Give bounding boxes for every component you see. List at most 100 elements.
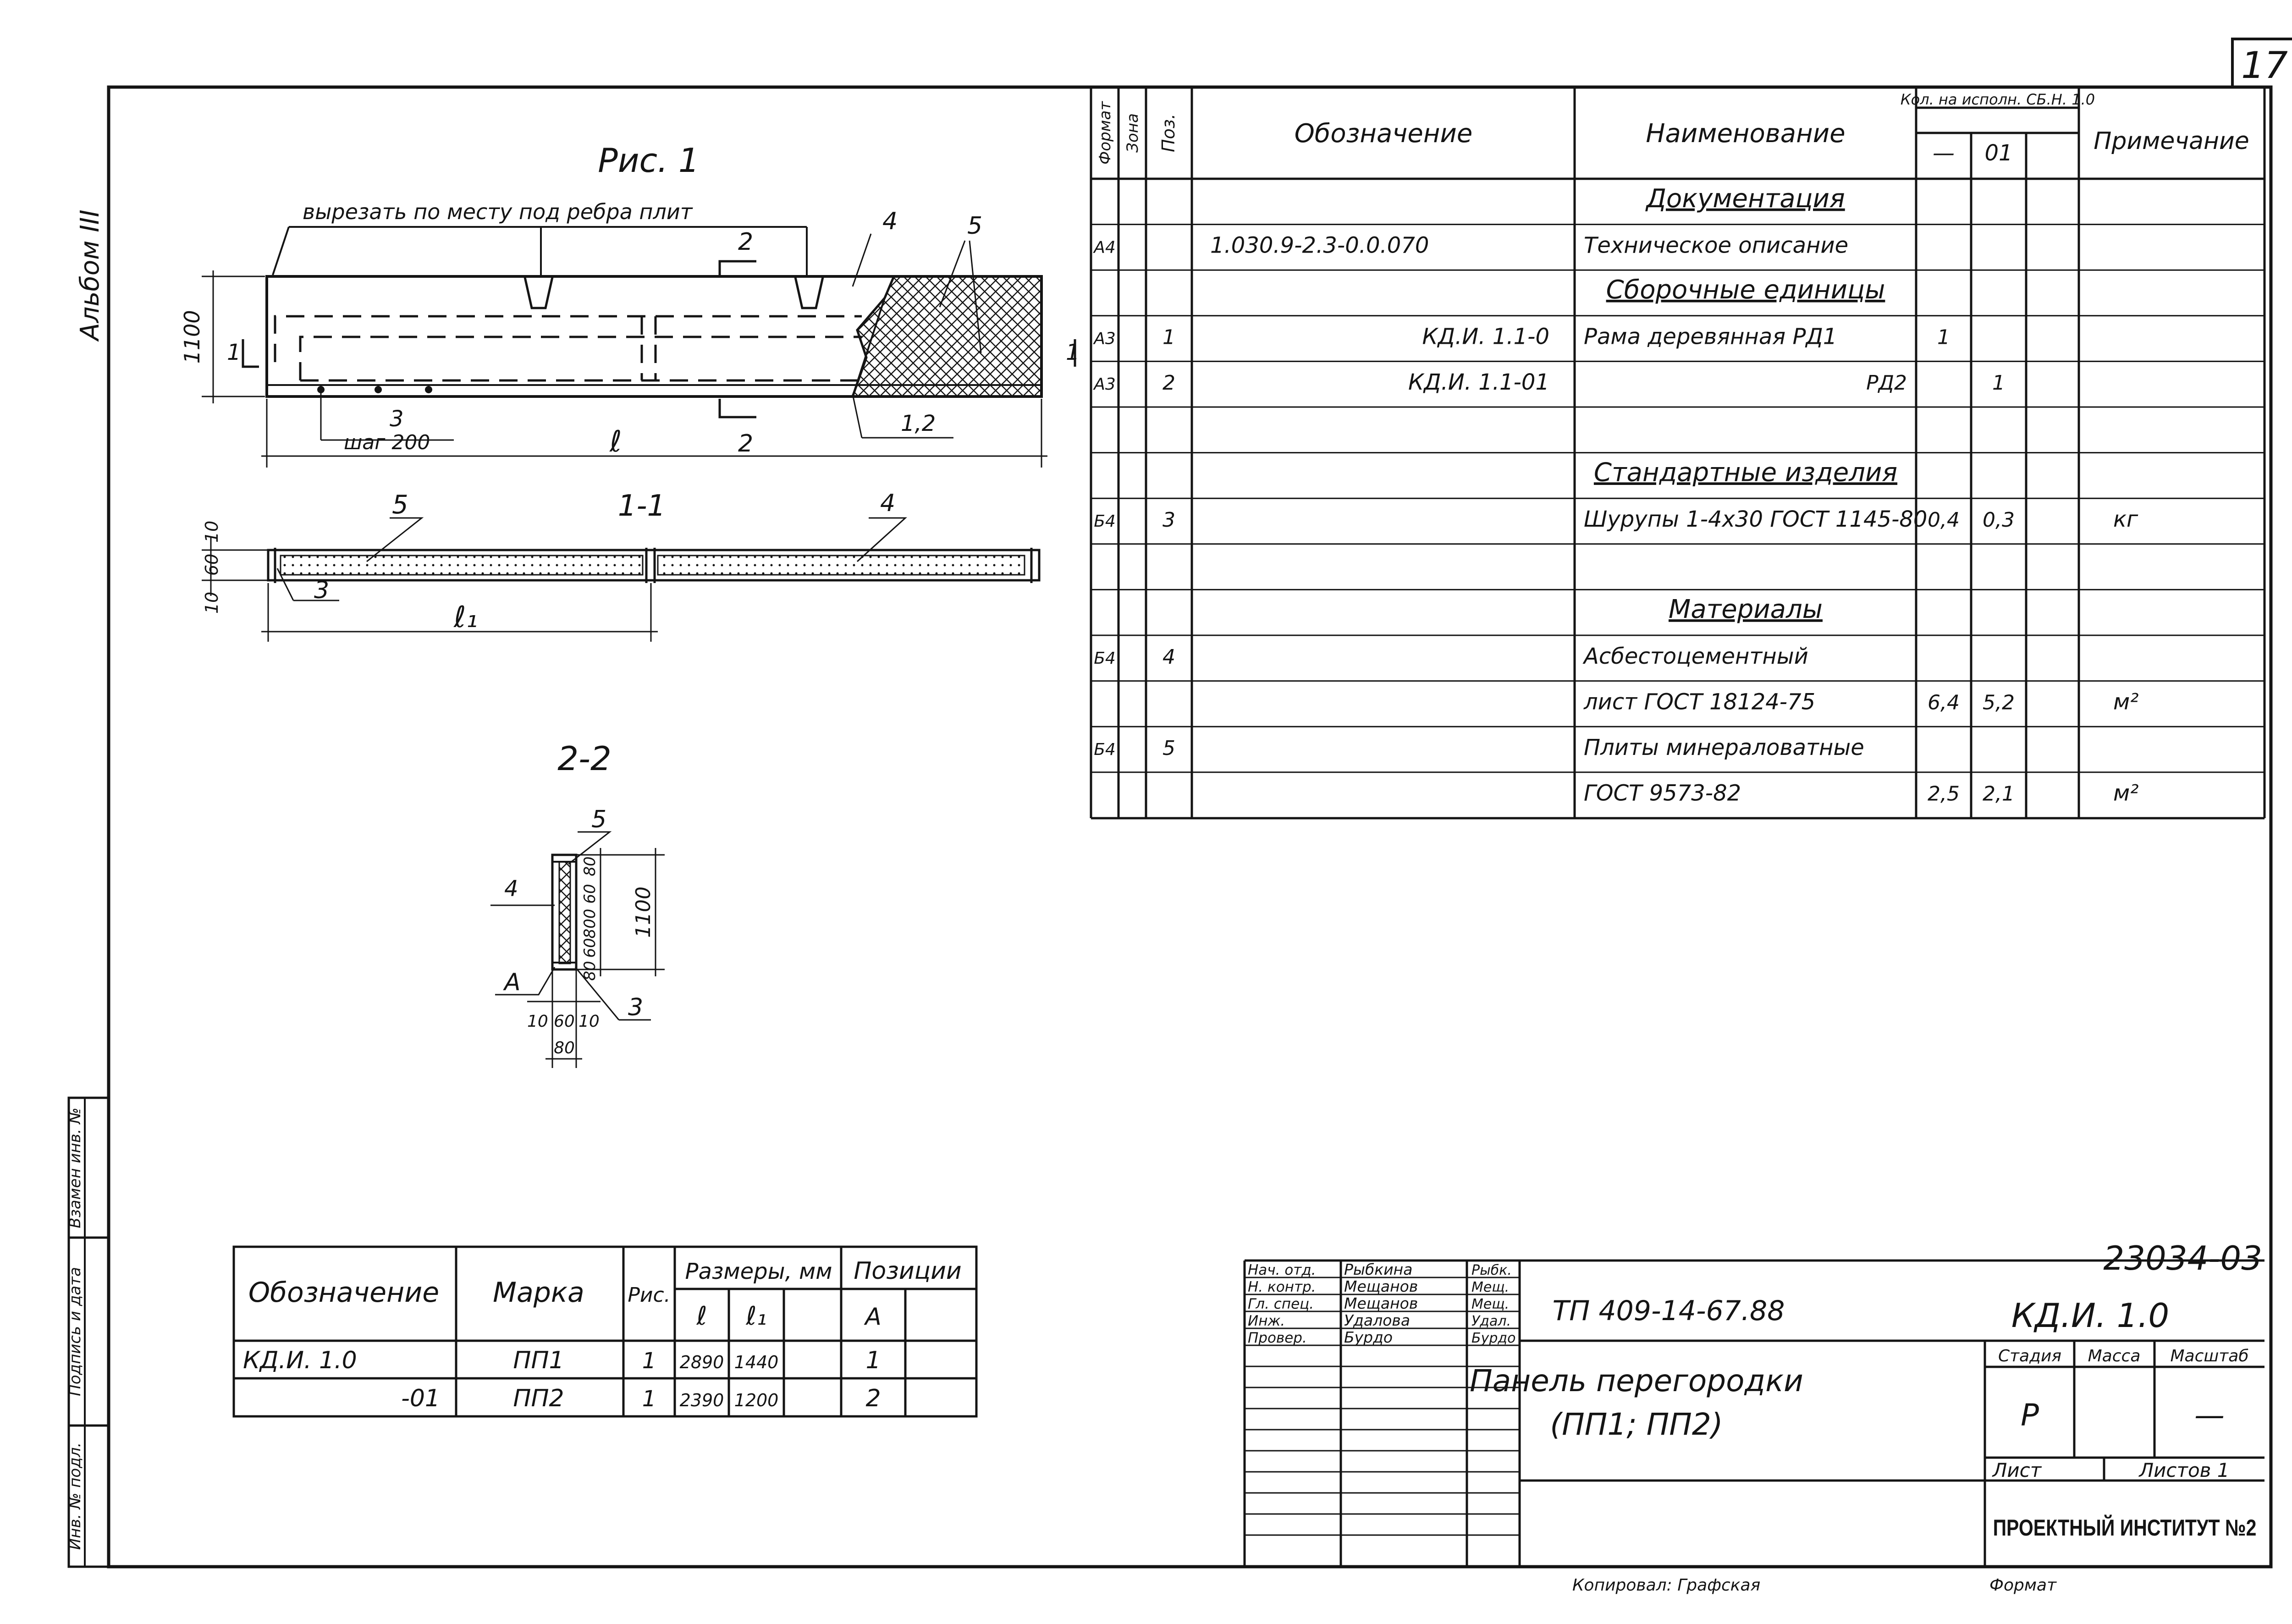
signatory-role: Н. контр. <box>1248 1279 1316 1295</box>
dim-11-b: 60 <box>202 554 222 576</box>
stage-label: Стадия <box>1998 1347 2061 1365</box>
spec-cell-name: Плиты минераловатные <box>1584 735 1864 760</box>
dim-22-overall: 1100 <box>632 886 655 938</box>
dim-22-c: 800 <box>581 909 599 939</box>
dim-22-bottom-b: 60 <box>554 1012 575 1031</box>
spec-header-qty-a: — <box>1933 140 1955 166</box>
spec-header-name: Наименование <box>1646 119 1845 149</box>
marks-header-positions: Позиции <box>854 1257 961 1285</box>
dim-height: 1100 <box>180 310 204 363</box>
section-mark-1-left: 1 <box>227 340 241 365</box>
signatory-signature: Рыбк. <box>1471 1262 1512 1278</box>
marks-cell-designation: -01 <box>401 1385 440 1412</box>
signatory-role: Провер. <box>1248 1330 1307 1346</box>
sheet-number-box: 17 <box>2231 38 2292 87</box>
signatory-signature: Бурдо <box>1471 1330 1515 1346</box>
spec-cell-name: Асбестоцементный <box>1582 644 1808 669</box>
section-mark-2-bottom: 2 <box>738 430 753 457</box>
spec-cell-name: Материалы <box>1669 595 1823 624</box>
section-22-callout-3: 3 <box>628 994 643 1021</box>
marks-header-sizes: Размеры, мм <box>685 1259 832 1284</box>
signatory-signature: Мещ. <box>1471 1279 1509 1295</box>
dim-22-b: 60 <box>581 884 599 903</box>
organization: ПРОЕКТНЫЙ ИНСТИТУТ №2 <box>1993 1514 2257 1541</box>
spec-cell-format: А3 <box>1093 375 1116 394</box>
figure-1: Рис. 1 вырезать по месту под ребра плит … <box>180 141 1080 468</box>
spec-header-designation: Обозначение <box>1295 119 1473 149</box>
project-code: ТП 409-14-67.88 <box>1553 1295 1785 1327</box>
doc-code: КД.И. 1.0 <box>2011 1296 2169 1335</box>
dim-22-e: 80 <box>581 961 599 980</box>
stage-value: Р <box>2021 1398 2039 1433</box>
marks-cell-mark: ПП1 <box>513 1347 564 1374</box>
section-2-2: 2-2 5 4 А 3 80 60 800 60 80 1100 10 60 1… <box>490 739 665 1068</box>
spec-header-zone: Зона <box>1124 113 1142 153</box>
spec-row: Документация <box>1645 184 1845 214</box>
section-11-callout-3: 3 <box>314 577 329 604</box>
signatory-row: Н. контр. Мещанов Мещ. <box>1248 1277 1509 1295</box>
sheet-label: Лист <box>1992 1459 2042 1481</box>
spec-header-note: Примечание <box>2094 127 2249 155</box>
signatory-name: Удалова <box>1344 1311 1410 1329</box>
spec-cell-name: РД2 <box>1866 371 1907 395</box>
spec-cell-designation: 1.030.9-2.3-0.0.070 <box>1210 232 1429 258</box>
marks-header-mark: Марка <box>493 1277 584 1309</box>
spec-cell-note: кг <box>2113 506 2138 532</box>
spec-cell-qty_b: 1 <box>1992 371 2005 395</box>
sheet-frame <box>107 85 2273 1569</box>
spec-cell-format: А3 <box>1093 330 1116 348</box>
section-11-title: 1-1 <box>618 489 666 523</box>
spec-cell-pos: 1 <box>1163 326 1175 349</box>
dim-22-a: 80 <box>581 856 599 876</box>
dim-11-a: 10 <box>202 521 222 543</box>
marks-header-l1: ℓ₁ <box>745 1301 767 1331</box>
spec-cell-qty_b: 0,3 <box>1983 508 2015 532</box>
dim-22-d: 60 <box>581 938 599 958</box>
section-22-callout-5: 5 <box>591 806 606 833</box>
format-label: Формат <box>1989 1576 2057 1595</box>
marks-cell-l1: 1440 <box>734 1352 779 1372</box>
dim-22-bottom-a: 10 <box>527 1012 548 1031</box>
sheets-label: Листов 1 <box>2138 1459 2230 1481</box>
marks-cell-l1: 1200 <box>734 1390 779 1410</box>
spec-cell-note: м² <box>2113 689 2138 715</box>
section-22-title: 2-2 <box>557 739 612 778</box>
spec-cell-pos: 3 <box>1163 508 1175 532</box>
callout-4: 4 <box>882 208 898 235</box>
section-11-callout-4: 4 <box>880 490 895 517</box>
dim-length1: ℓ₁ <box>453 600 478 634</box>
signatory-role: Гл. спец. <box>1248 1296 1314 1312</box>
marks-cell-mark: ПП2 <box>513 1385 564 1412</box>
spec-cell-name: Шурупы 1-4х30 ГОСТ 1145-80 <box>1584 506 1927 532</box>
signatory-name: Рыбкина <box>1344 1261 1412 1278</box>
figure-title: Рис. 1 <box>598 141 699 180</box>
marks-header-designation: Обозначение <box>248 1277 439 1309</box>
spec-row: Сборочные единицы <box>1606 275 1885 305</box>
spec-row: Стандартные изделия <box>1594 457 1897 487</box>
section-1-1: 1-1 5 4 3 10 60 10 ℓ₁ <box>202 489 1041 642</box>
callout-1-2: 1,2 <box>901 411 936 436</box>
marks-cell-pos: 2 <box>865 1385 881 1412</box>
album-label: Альбом III <box>75 209 105 342</box>
signatory-name: Мещанов <box>1344 1277 1418 1295</box>
title-line-2: (ПП1; ПП2) <box>1550 1407 1723 1442</box>
spec-cell-pos: 5 <box>1163 737 1175 760</box>
spec-cell-name: Техническое описание <box>1584 232 1848 258</box>
marks-cell-pos: 1 <box>865 1347 881 1374</box>
spec-row-lines <box>1091 224 2264 773</box>
scale-value: — <box>2194 1398 2225 1433</box>
title-block: 23034-03 ТП 409-14-67.88 КД.И. 1.0 Панел… <box>1243 1239 2264 1567</box>
section-22-callout-a: А <box>503 969 521 996</box>
copied-by: Копировал: Графская <box>1572 1576 1760 1595</box>
dim-22-bottom-c: 10 <box>579 1012 600 1031</box>
dim-length: ℓ <box>609 425 622 459</box>
